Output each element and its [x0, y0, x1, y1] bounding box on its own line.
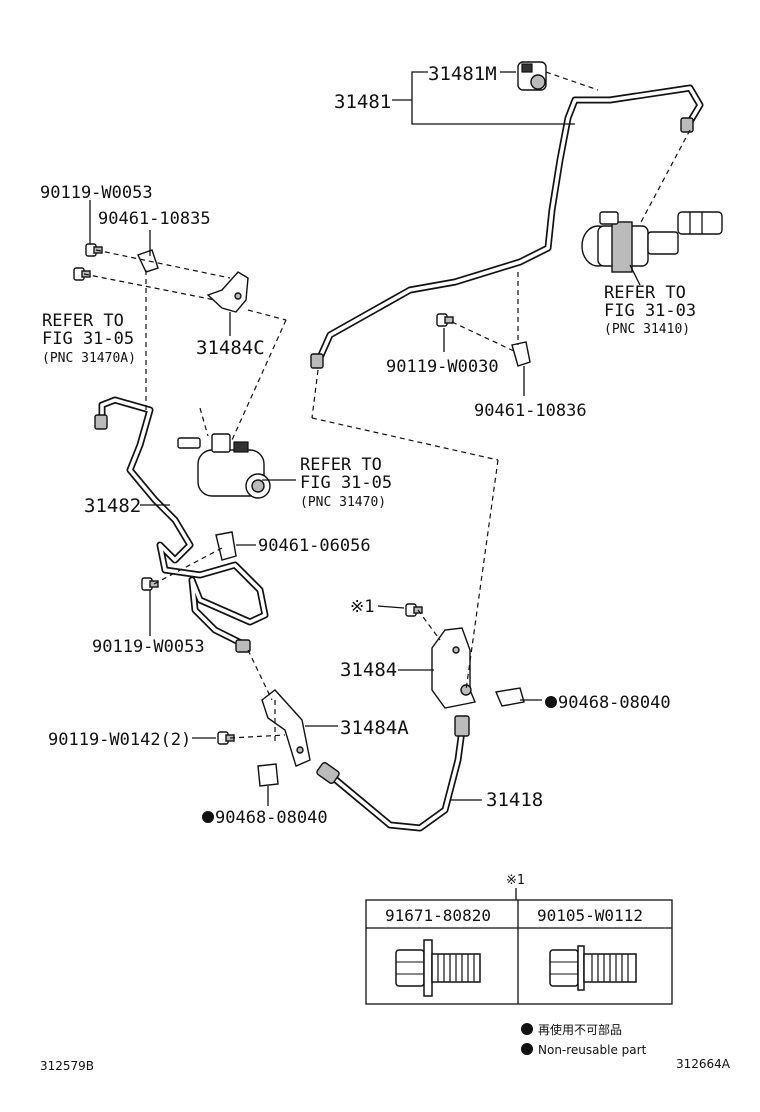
label-90468-08040-left: 90468-08040 — [215, 808, 328, 828]
bolt-icon — [85, 243, 103, 257]
label-31484C: 31484C — [196, 337, 265, 359]
legend-marker-icon — [521, 1023, 533, 1035]
refer-c-line1: REFER TO — [300, 455, 382, 475]
label-31481M: 31481M — [428, 63, 497, 85]
label-90468-08040-right: 90468-08040 — [558, 693, 671, 713]
footer-left-code: 312579B — [40, 1059, 94, 1073]
flange-bolt-91671-80820-icon — [395, 939, 481, 997]
bracket-31484-icon — [431, 627, 476, 709]
label-mark1-left: ※1 — [350, 597, 374, 617]
bracket-31484C-icon — [206, 271, 249, 313]
bracket-31484A-icon — [261, 689, 311, 767]
table-mark1: ※1 — [506, 873, 525, 888]
table-header-col2: 90105-W0112 — [537, 906, 643, 925]
refer-a-line2: FIG 31-05 — [42, 329, 134, 349]
non-reusable-marker — [545, 696, 557, 708]
clip-icon — [511, 341, 531, 367]
bolt-icon — [436, 313, 454, 327]
bolt-icon — [73, 267, 91, 281]
label-90119-W0030: 90119-W0030 — [386, 357, 499, 377]
label-90461-06056: 90461-06056 — [258, 536, 371, 556]
legend-marker-icon — [521, 1043, 533, 1055]
clutch-master-cylinder-icon — [581, 211, 723, 273]
legend-japanese: 再使用不可部品 — [538, 1022, 622, 1037]
label-31484: 31484 — [340, 659, 397, 681]
refer-c-line3: (PNC 31470) — [300, 495, 386, 510]
clip-icon — [137, 249, 159, 273]
variant-table: 91671-80820 90105-W0112 — [365, 899, 673, 1005]
clip-icon — [215, 531, 237, 561]
bolt-90105-W0112-icon — [549, 945, 637, 991]
label-31418: 31418 — [486, 789, 543, 811]
flexible-hose-31418 — [316, 715, 470, 832]
refer-b-line3: (PNC 31410) — [604, 322, 690, 337]
refer-a-line1: REFER TO — [42, 311, 124, 331]
clip-icon — [257, 763, 279, 787]
label-90461-10836: 90461-10836 — [474, 401, 587, 421]
bolt-icon — [405, 603, 423, 617]
label-90461-10835: 90461-10835 — [98, 209, 211, 229]
label-31482: 31482 — [84, 495, 141, 517]
release-cylinder-icon — [177, 433, 271, 499]
label-90119-W0053-top: 90119-W0053 — [40, 183, 153, 203]
refer-b-line2: FIG 31-03 — [604, 301, 696, 321]
refer-b-line1: REFER TO — [604, 283, 686, 303]
bolt-icon — [141, 577, 159, 591]
label-31484A: 31484A — [340, 717, 409, 739]
label-90119-W0053-bottom: 90119-W0053 — [92, 637, 205, 657]
footer-right-code: 312664A — [676, 1057, 731, 1071]
label-90119-W0142: 90119-W0142(2) — [48, 730, 191, 750]
clutch-tube-31481 — [310, 84, 704, 369]
clip-icon — [495, 687, 525, 707]
union-31481M-icon — [517, 61, 547, 91]
assembly-dashed-lines — [83, 71, 691, 745]
legend-english: Non-reusable part — [538, 1043, 647, 1057]
table-header-col1: 91671-80820 — [385, 906, 491, 925]
leader-lines — [89, 71, 641, 806]
clutch-tube-31482 — [94, 396, 269, 653]
non-reusable-marker — [202, 811, 214, 823]
refer-c-line2: FIG 31-05 — [300, 473, 392, 493]
refer-a-line3: (PNC 31470A) — [42, 351, 136, 366]
label-31481: 31481 — [334, 91, 391, 113]
